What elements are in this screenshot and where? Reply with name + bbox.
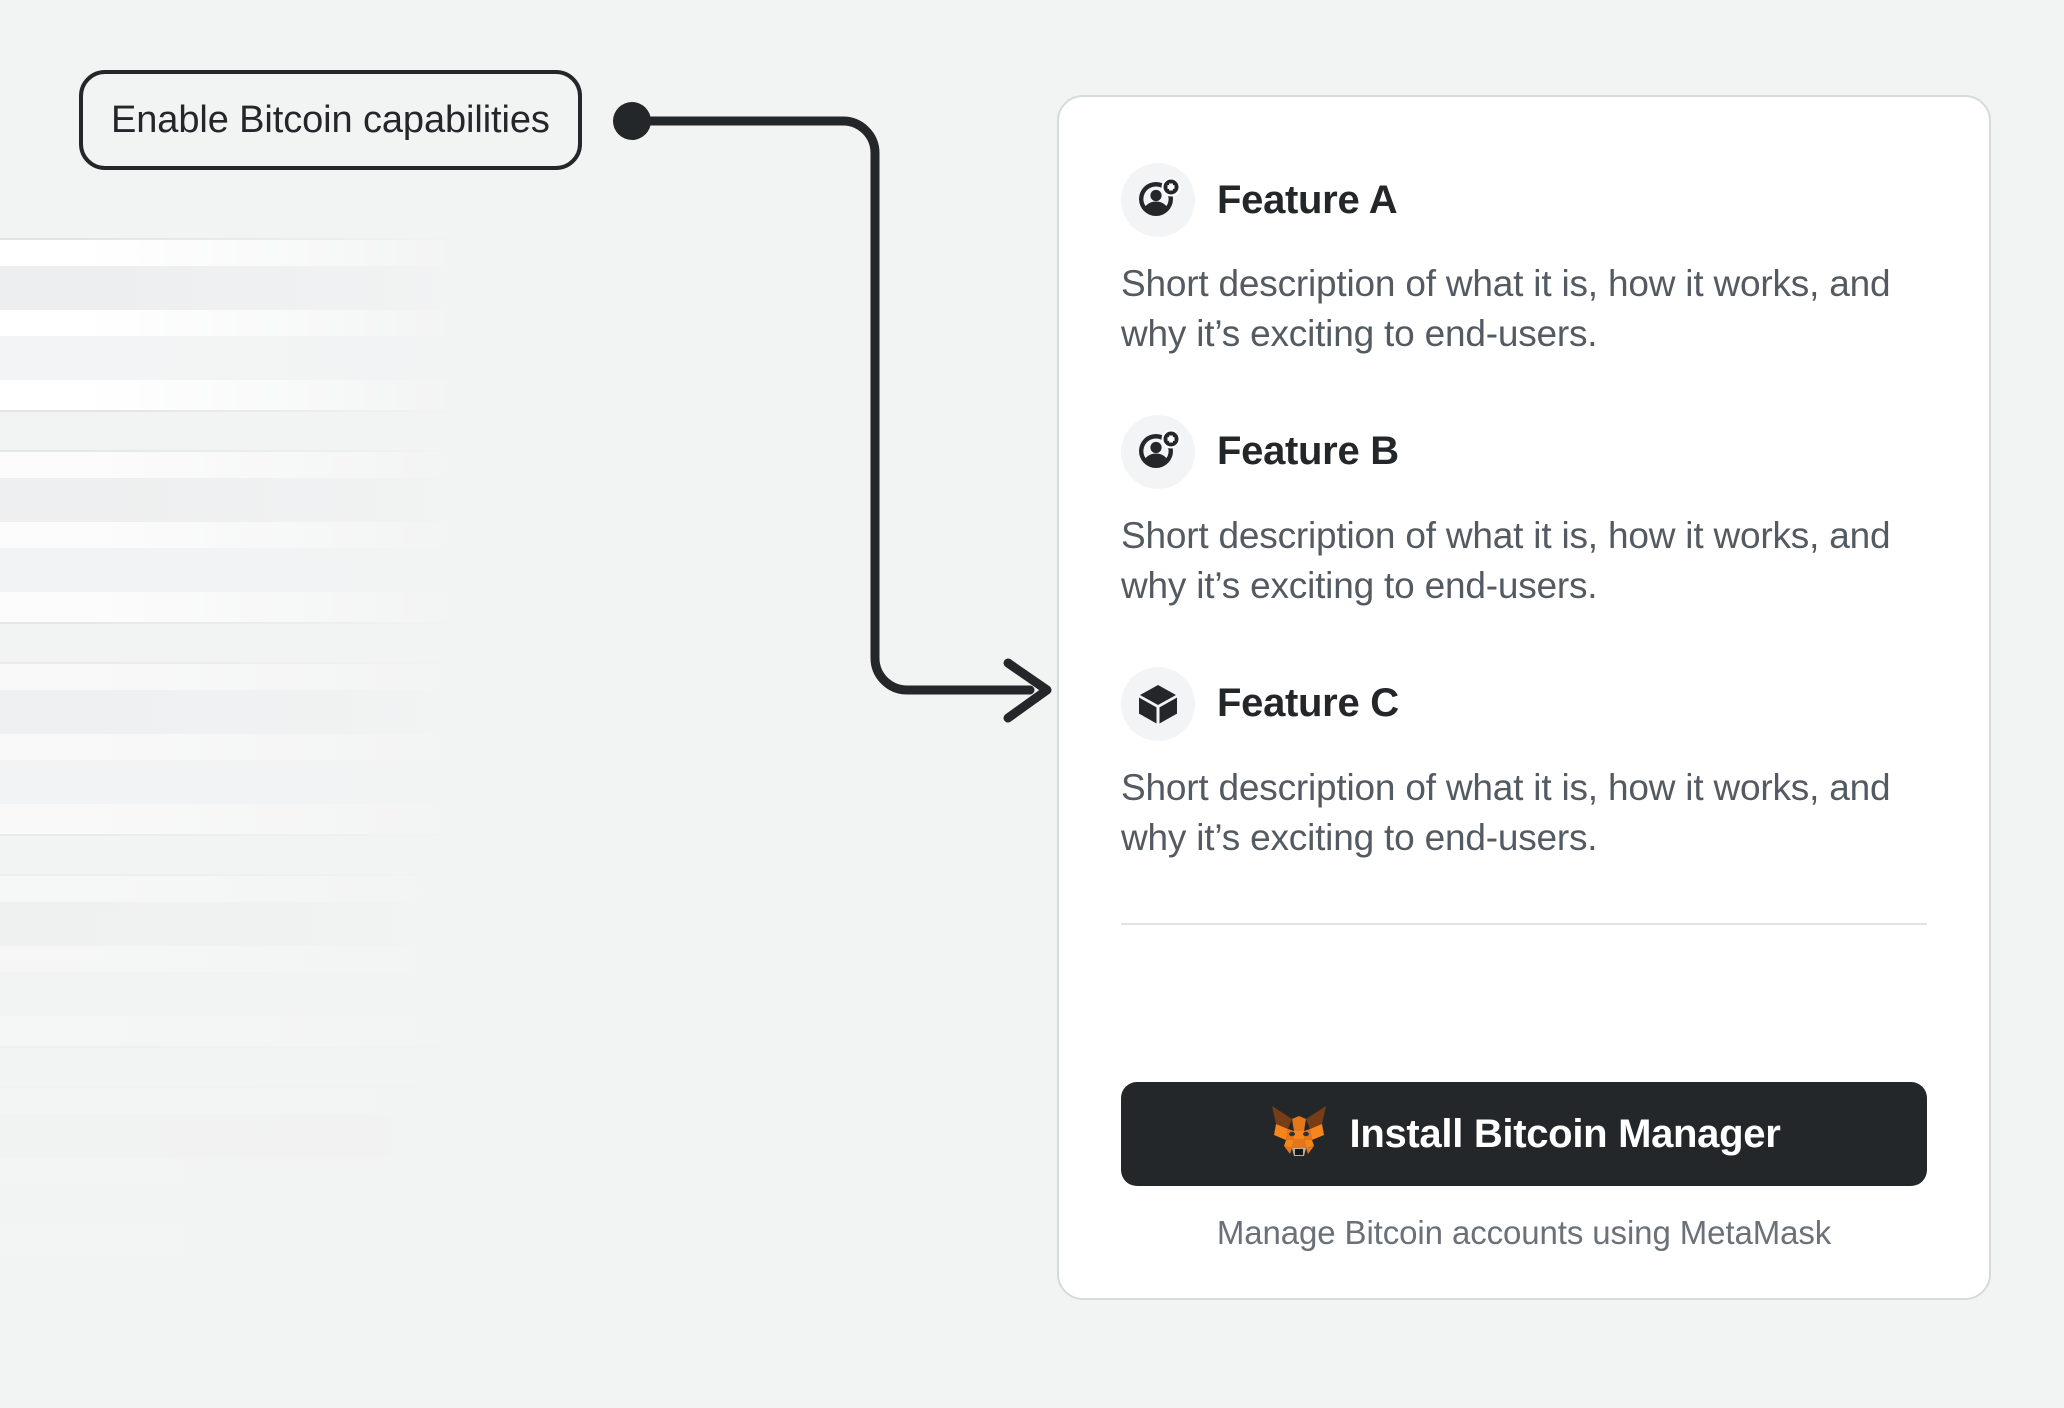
feature-block: Feature A Short description of what it i… — [1121, 163, 1927, 359]
skeleton-card — [0, 238, 632, 412]
install-bitcoin-manager-button[interactable]: Install Bitcoin Manager — [1121, 1082, 1927, 1186]
skeleton-bar-primary — [0, 902, 600, 946]
card-divider — [1121, 922, 1927, 925]
connector-dot-icon — [613, 102, 651, 140]
features-section: Feature A Short description of what it i… — [1059, 97, 1989, 1030]
skeleton-bar-primary — [0, 690, 600, 734]
annotation-label-text: Enable Bitcoin capabilities — [111, 98, 550, 141]
feature-description: Short description of what it is, how it … — [1121, 766, 1891, 858]
skeleton-bar-secondary — [0, 548, 600, 592]
annotation-label: Enable Bitcoin capabilities — [79, 70, 582, 170]
feature-heading-row: Feature B — [1121, 414, 1927, 489]
skeleton-bar-secondary — [0, 336, 600, 380]
metamask-fox-icon — [1268, 1104, 1330, 1165]
feature-title: Feature C — [1217, 681, 1399, 726]
add-user-icon — [1121, 414, 1195, 489]
card-footer: Install Bitcoin Manager Manage Bitcoin a… — [1059, 1030, 1989, 1298]
feature-heading-row: Feature C — [1121, 666, 1927, 741]
install-button-label: Install Bitcoin Manager — [1349, 1111, 1781, 1156]
skeleton-bar-primary — [0, 266, 600, 310]
skeleton-bar-primary — [0, 1114, 600, 1158]
cube-icon — [1121, 666, 1195, 741]
connector-arrowhead-icon — [1003, 658, 1052, 723]
skeleton-bar-secondary — [0, 972, 600, 1016]
skeleton-card — [0, 662, 632, 836]
skeleton-placeholder-list — [0, 238, 632, 1260]
feature-heading-row: Feature A — [1121, 163, 1927, 237]
feature-block: Feature C Short description of what it i… — [1121, 666, 1927, 863]
skeleton-bar-secondary — [0, 1184, 600, 1228]
connector-path — [627, 116, 1035, 695]
skeleton-card — [0, 450, 632, 624]
feature-description: Short description of what it is, how it … — [1121, 514, 1891, 606]
feature-title: Feature A — [1217, 177, 1398, 222]
feature-description: Short description of what it is, how it … — [1121, 263, 1891, 354]
install-caption: Manage Bitcoin accounts using MetaMask — [1216, 1214, 1832, 1251]
feature-title: Feature B — [1217, 429, 1399, 474]
skeleton-bar-secondary — [0, 760, 600, 804]
bitcoin-capabilities-card: Feature A Short description of what it i… — [1057, 95, 1991, 1300]
add-user-icon — [1121, 163, 1195, 237]
skeleton-card — [0, 874, 632, 1048]
skeleton-bar-primary — [0, 478, 600, 522]
feature-block: Feature B Short description of what it i… — [1121, 414, 1927, 611]
skeleton-card — [0, 1086, 632, 1260]
